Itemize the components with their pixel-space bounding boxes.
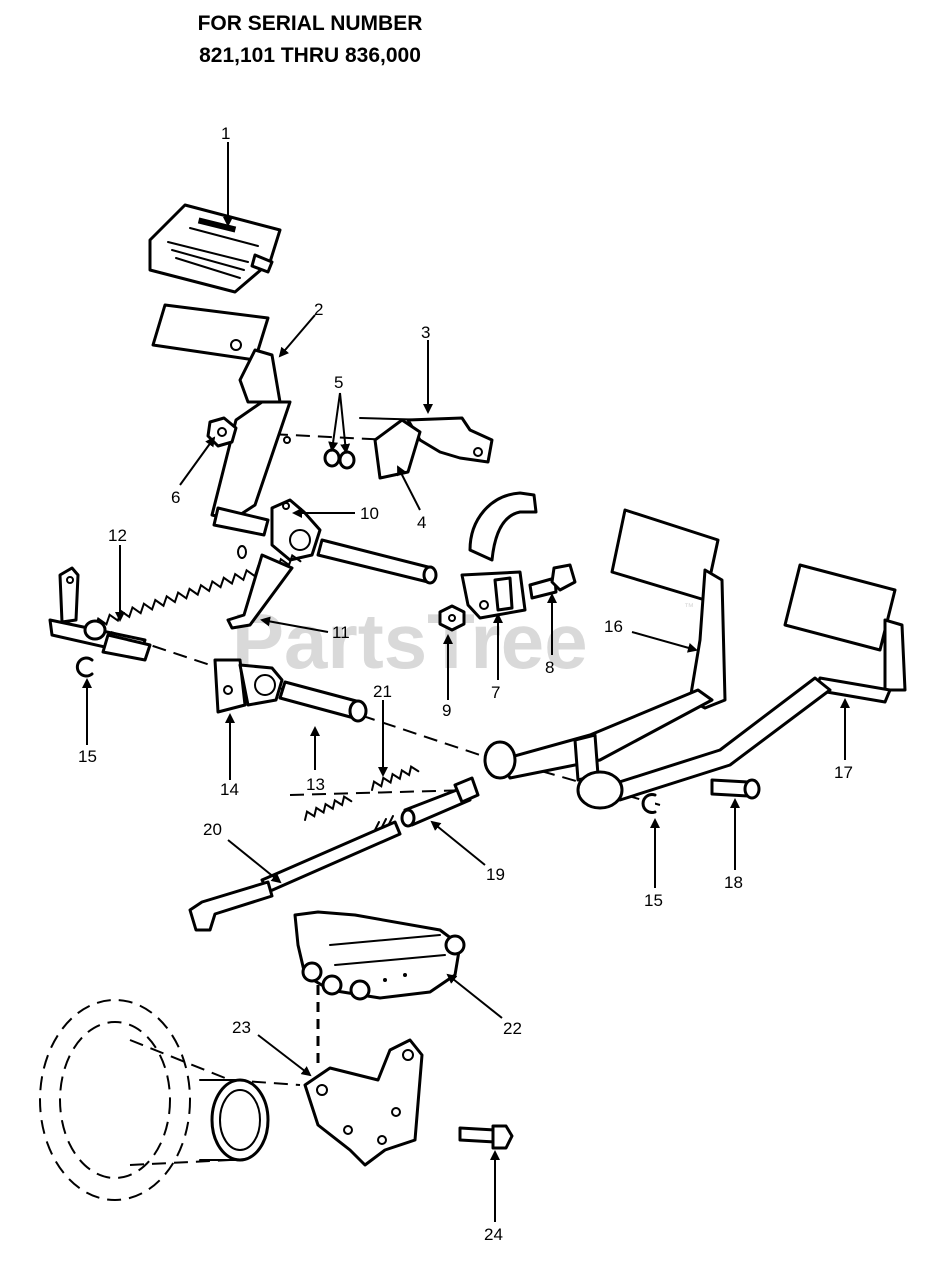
part-10-pivot-bracket: [270, 498, 322, 562]
part-13-pin: [278, 680, 368, 723]
part-15-e-clip-right: [641, 793, 657, 814]
callout-17: 17: [834, 763, 853, 782]
part-7-bracket: [460, 491, 538, 620]
callout-8: 8: [545, 658, 554, 677]
part-17-clutch-pedal: [573, 563, 907, 810]
part-14-pivot-block: [213, 658, 284, 714]
callout-7: 7: [491, 683, 500, 702]
callout-4: 4: [417, 513, 426, 532]
part-2-brake-pedal: [151, 303, 292, 537]
part-left-lever-shaft: [48, 566, 152, 662]
callout-20: 20: [203, 820, 222, 839]
callout-11: 11: [332, 623, 350, 642]
serial-title-line-1: FOR SERIAL NUMBER: [197, 12, 423, 35]
serial-title-line-2: 821,101 THRU 836,000: [199, 44, 421, 67]
callout-1: 1: [221, 124, 230, 143]
callout-19: 19: [486, 865, 505, 884]
callout-13: 13: [306, 775, 325, 794]
part-8-bolt: [528, 563, 577, 600]
callout-5: 5: [334, 373, 343, 392]
part-20-threaded-rod: [188, 815, 402, 932]
callout-24: 24: [484, 1225, 503, 1244]
callout-3: 3: [421, 323, 430, 342]
callout-14: 14: [220, 780, 239, 799]
callout-9: 9: [442, 701, 451, 720]
part-18-clevis-pin: [710, 778, 761, 800]
part-15-e-clip-left: [75, 656, 94, 678]
callout-6: 6: [171, 488, 180, 507]
callout-21: 21: [373, 682, 392, 701]
callout-12: 12: [108, 526, 127, 545]
part-3-bracket: [359, 416, 494, 464]
callout-leaders: [82, 142, 850, 1222]
callout-18: 18: [724, 873, 743, 892]
part-21-springs: [304, 765, 420, 821]
part-4-block: [373, 418, 422, 480]
callout-15-left: 15: [78, 747, 97, 766]
watermark-trademark: ™: [684, 602, 694, 613]
part-5-washers: [323, 448, 356, 470]
part-1-pedal-pad: [148, 203, 282, 294]
part-24-bolt: [458, 1124, 514, 1150]
part-shaft-pivot: [316, 538, 438, 585]
callout-23: 23: [232, 1018, 251, 1037]
part-22-brake-caliper: [293, 910, 466, 1001]
watermark-text: PartsTree: [232, 597, 588, 685]
callout-numbers: 1 2 3 4 5 6 7 8 9 10 11 12 13 14 15 16 1…: [78, 124, 853, 1244]
callout-10: 10: [360, 504, 379, 523]
callout-15-right: 15: [644, 891, 663, 910]
part-9-nut: [438, 604, 466, 632]
phantom-brake-drum: [39, 999, 270, 1201]
callout-2: 2: [314, 300, 323, 319]
callout-22: 22: [503, 1019, 522, 1038]
part-23-mounting-plate: [303, 1038, 424, 1167]
part-11-rod: [226, 553, 294, 630]
part-19-clevis: [400, 776, 480, 828]
part-16-brake-pedal-right: [483, 508, 727, 780]
callout-16: 16: [604, 617, 623, 636]
